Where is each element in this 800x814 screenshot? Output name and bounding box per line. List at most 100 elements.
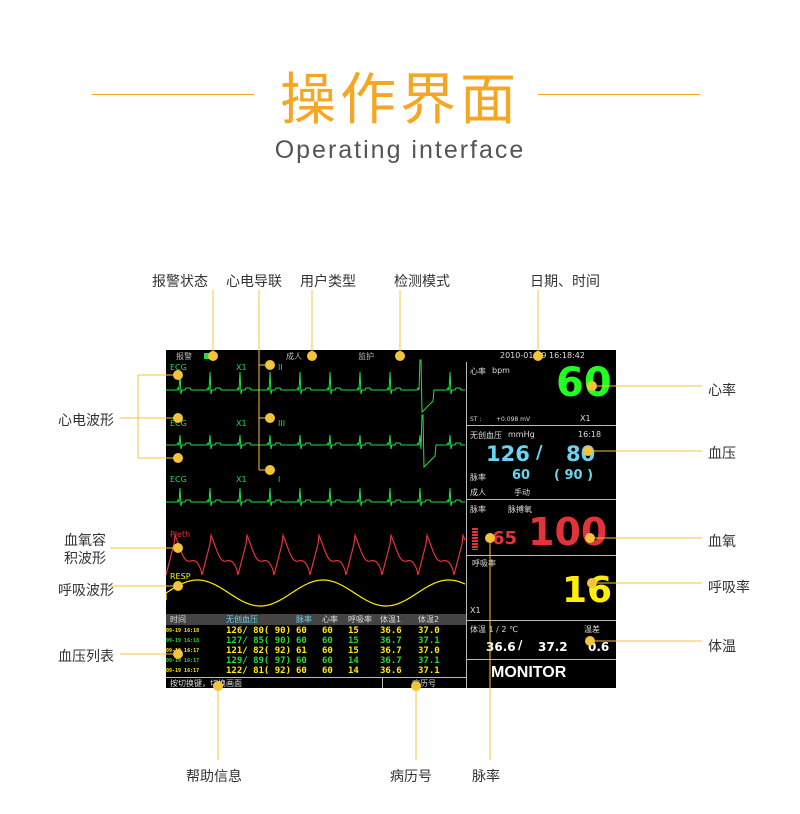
table-cell: 14 (348, 656, 359, 666)
table-cell: 60 (322, 626, 333, 636)
hr-value: 60 (556, 360, 612, 406)
panel-divider (466, 362, 467, 688)
table-header-cell: 脉率 (296, 615, 312, 624)
ecg3-gain: X1 (236, 475, 247, 484)
table-cell: 37.1 (418, 636, 440, 646)
table-header-cell: 呼吸率 (348, 615, 372, 624)
ecg2-lead: III (278, 419, 286, 428)
title-line-right (538, 94, 700, 95)
hr-divider (466, 425, 616, 426)
callout-help-info: 帮助信息 (186, 769, 242, 785)
resp-wave (166, 579, 466, 607)
alarm-indicator (204, 353, 210, 359)
callout-blood-pressure: 血压 (708, 446, 736, 462)
callout-resp-rate: 呼吸率 (708, 580, 750, 596)
callout-pulse-rate: 脉率 (472, 769, 500, 785)
pleth-label: Pleth (170, 530, 191, 539)
table-cell: 36.7 (380, 636, 402, 646)
callout-alarm-status: 报警状态 (152, 274, 208, 290)
table-cell: 37.1 (418, 656, 440, 666)
callout-resp-wave: 呼吸波形 (58, 583, 114, 599)
nibp-divider (466, 499, 616, 500)
spo2-divider (466, 555, 616, 556)
table-row-time: 09-19 16:17 (166, 658, 200, 664)
table-cell: 36.6 (380, 626, 402, 636)
ecg-wave-2 (166, 414, 465, 469)
table-cell: 37.1 (418, 666, 440, 676)
table-cell: 60 (322, 646, 333, 656)
nibp-separator: / (536, 442, 543, 463)
ecg2-label: ECG (170, 419, 187, 428)
callout-user-type: 用户类型 (300, 274, 356, 290)
table-cell: 121/ 82( 92) (226, 646, 292, 656)
st-value: +0.098 mV (496, 416, 531, 423)
table-cell: 36.7 (380, 646, 402, 656)
table-cell: 127/ 85( 90) (226, 636, 292, 646)
monitor-screen: 报警 成人 监护 2010-01-19 16:18:42 ECG X1 II E… (166, 350, 616, 688)
table-row-time: 09-19 16:17 (166, 668, 200, 674)
table-cell: 14 (348, 666, 359, 676)
ecg2-gain: X1 (236, 419, 247, 428)
nibp-mode: 手动 (514, 488, 530, 497)
ecg-wave-1 (166, 359, 465, 414)
pleth-wave (166, 532, 466, 576)
status-user-type: 成人 (286, 352, 302, 361)
ecg3-label: ECG (170, 475, 187, 484)
waveform-area (166, 359, 466, 607)
table-cell: 60 (296, 666, 307, 676)
spo2-value: 100 (528, 510, 608, 554)
pulse-bar (472, 528, 478, 550)
callout-bp-list: 血压列表 (58, 649, 114, 665)
table-cell: 60 (322, 636, 333, 646)
st-label: ST : (470, 416, 482, 423)
hr-unit: bpm (492, 366, 510, 375)
resp-divider (466, 620, 616, 621)
callout-record-no: 病历号 (390, 769, 432, 785)
ecg1-gain: X1 (236, 363, 247, 372)
nibp-unit: mmHg (508, 430, 535, 439)
help-record[interactable]: 病历号 (412, 679, 436, 688)
table-header-cell: 无创血压 (226, 615, 258, 624)
spo2-pr: 65 (492, 528, 518, 549)
temp-t1: 36.6 (486, 640, 516, 654)
spo2-label: 脉搏氧 (508, 505, 532, 514)
table-header-cell: 心率 (322, 615, 338, 624)
table-row-time: 09-19 16:18 (166, 628, 200, 634)
table-cell: 36.6 (380, 666, 402, 676)
table-header-cell: 时间 (170, 615, 186, 624)
resp-rate-label: 呼吸率 (472, 559, 496, 568)
help-text: 按切换键，切换画面 (170, 679, 242, 688)
spo2-pr-label: 脉率 (470, 505, 486, 514)
temp-t2: 37.2 (538, 640, 568, 654)
ecg1-lead: II (278, 363, 283, 372)
callout-ecg-lead: 心电导联 (226, 274, 282, 290)
nibp-pr-label: 脉率 (470, 473, 486, 482)
nibp-pr: 60 (512, 468, 531, 483)
ecg3-lead: I (278, 475, 281, 484)
callout-ecg-wave: 心电波形 (58, 413, 114, 429)
title-line-left (92, 94, 254, 95)
nibp-map: ( 90 ) (554, 468, 594, 483)
table-row-time: 09-19 16:17 (166, 648, 200, 654)
ecg-wave-3 (166, 487, 465, 507)
table-cell: 37.0 (418, 646, 440, 656)
table-cell: 60 (322, 656, 333, 666)
hr-label: 心率 (470, 367, 486, 376)
status-alarm: 报警 (176, 352, 192, 361)
table-cell: 36.7 (380, 656, 402, 666)
table-cell: 15 (348, 626, 359, 636)
help-divider (166, 677, 466, 678)
table-cell: 15 (348, 636, 359, 646)
callout-date-time: 日期、时间 (530, 274, 600, 290)
table-cell: 126/ 80( 90) (226, 626, 292, 636)
page-subtitle: Operating interface (274, 136, 526, 164)
page-title: 操作界面 (280, 68, 520, 133)
table-cell: 60 (296, 626, 307, 636)
temp-separator: / (518, 638, 523, 652)
callout-temperature: 体温 (708, 639, 736, 655)
nibp-label: 无创血压 (470, 431, 502, 440)
callout-spo2-wave-1: 血氧容 (64, 533, 106, 549)
callout-detect-mode: 检测模式 (394, 274, 450, 290)
